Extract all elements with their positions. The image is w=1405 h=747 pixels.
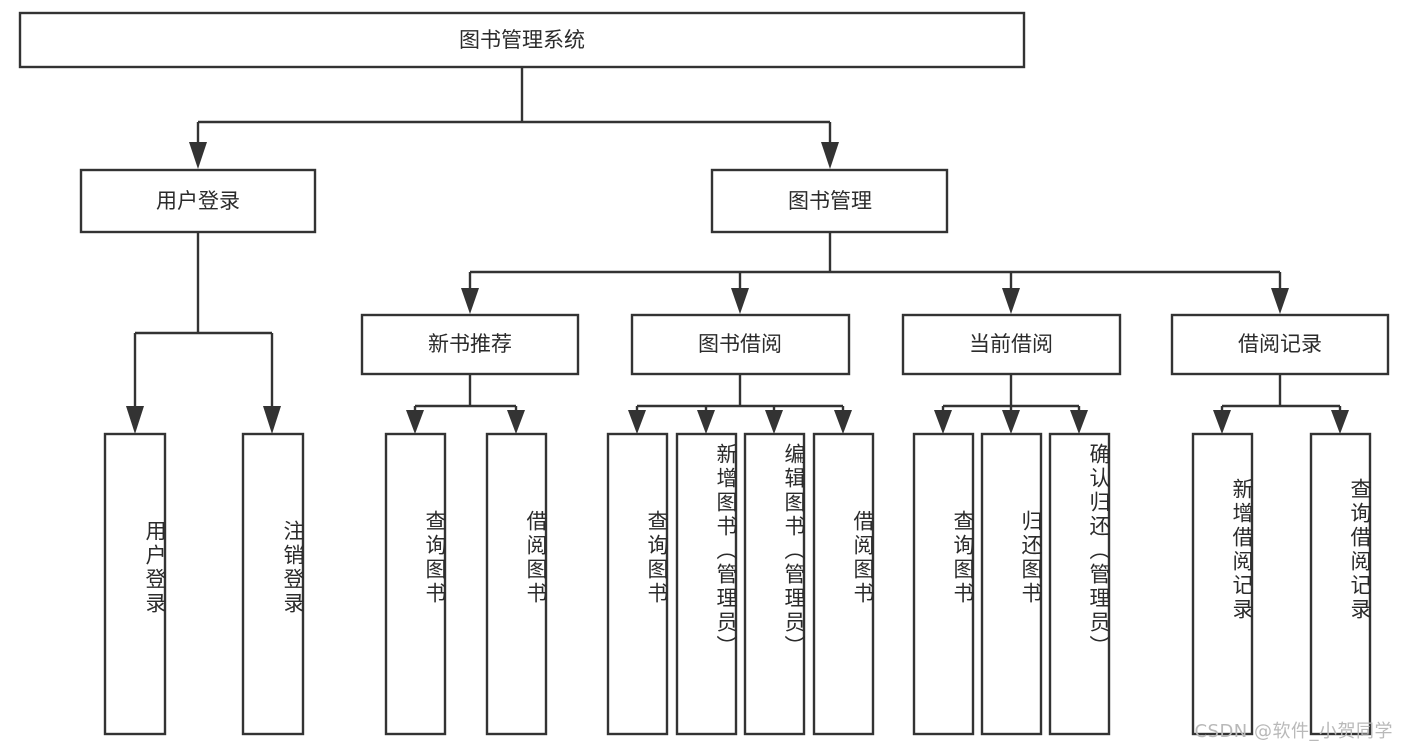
connector-root-to-level2 bbox=[189, 67, 839, 169]
leaf-add-book-box[interactable] bbox=[675, 432, 738, 736]
node-borrow-record[interactable]: 借阅记录 bbox=[1170, 313, 1390, 376]
leaf-add-borrow-record-box[interactable] bbox=[1191, 432, 1254, 736]
arrow-head-icon bbox=[126, 406, 144, 434]
arrow-head-icon bbox=[461, 288, 479, 314]
arrow-head-icon bbox=[697, 410, 715, 434]
node-borrow-record-box[interactable] bbox=[1170, 313, 1390, 376]
node-book-borrow-label: 图书借阅 bbox=[698, 332, 782, 356]
leaf-query-book-3-box[interactable] bbox=[912, 432, 975, 736]
connector-book-borrow-to-leaves bbox=[628, 374, 852, 434]
node-new-book-recommend-label: 新书推荐 bbox=[428, 332, 512, 356]
arrow-head-icon bbox=[821, 142, 839, 169]
connector-user-login-to-leaves bbox=[126, 232, 281, 434]
connector-book-management-to-level3 bbox=[461, 232, 1289, 314]
node-current-borrow-label: 当前借阅 bbox=[969, 332, 1053, 356]
arrow-head-icon bbox=[189, 142, 207, 169]
node-current-borrow[interactable]: 当前借阅 bbox=[901, 313, 1122, 376]
node-borrow-record-label: 借阅记录 bbox=[1238, 332, 1322, 356]
arrow-head-icon bbox=[1271, 288, 1289, 314]
node-new-book-recommend[interactable]: 新书推荐 bbox=[360, 313, 580, 376]
node-user-login-box[interactable] bbox=[79, 168, 317, 234]
leaf-query-borrow-record-box[interactable] bbox=[1309, 432, 1372, 736]
arrow-head-icon bbox=[1070, 410, 1088, 434]
leaf-confirm-return-box[interactable] bbox=[1048, 432, 1111, 736]
leaf-user-logout-box[interactable] bbox=[241, 432, 305, 736]
arrow-head-icon bbox=[628, 410, 646, 434]
leaf-edit-book-box[interactable] bbox=[743, 432, 806, 736]
connector-current-borrow-to-leaves bbox=[934, 374, 1088, 434]
node-book-management-label: 图书管理 bbox=[788, 189, 872, 213]
arrow-head-icon bbox=[765, 410, 783, 434]
arrow-head-icon bbox=[406, 410, 424, 434]
arrow-head-icon bbox=[934, 410, 952, 434]
node-book-management[interactable]: 图书管理 bbox=[710, 168, 949, 234]
arrow-head-icon bbox=[1002, 288, 1020, 314]
arrow-head-icon bbox=[1331, 410, 1349, 434]
arrow-head-icon bbox=[1002, 410, 1020, 434]
leaf-borrow-book-1-box[interactable] bbox=[485, 432, 548, 736]
node-current-borrow-box[interactable] bbox=[901, 313, 1122, 376]
leaf-borrow-book-2-box[interactable] bbox=[812, 432, 875, 736]
leaf-query-book-2-box[interactable] bbox=[606, 432, 669, 736]
arrow-head-icon bbox=[731, 288, 749, 314]
node-root[interactable]: 图书管理系统 bbox=[18, 11, 1026, 69]
arrow-head-icon bbox=[834, 410, 852, 434]
leaf-query-book-1-box[interactable] bbox=[384, 432, 447, 736]
node-root-label: 图书管理系统 bbox=[459, 28, 585, 52]
leaf-return-book-box[interactable] bbox=[980, 432, 1043, 736]
node-book-borrow-box[interactable] bbox=[630, 313, 851, 376]
node-new-book-recommend-box[interactable] bbox=[360, 313, 580, 376]
arrow-head-icon bbox=[507, 410, 525, 434]
node-book-borrow[interactable]: 图书借阅 bbox=[630, 313, 851, 376]
node-user-login-label: 用户登录 bbox=[156, 189, 240, 213]
arrow-head-icon bbox=[1213, 410, 1231, 434]
leaf-user-login-box[interactable] bbox=[103, 432, 167, 736]
node-root-box[interactable] bbox=[18, 11, 1026, 69]
arrow-head-icon bbox=[263, 406, 281, 434]
connector-new-book-to-leaves bbox=[406, 374, 525, 434]
watermark-text: CSDN @软件_小贺同学 bbox=[1194, 721, 1393, 742]
node-user-login[interactable]: 用户登录 bbox=[79, 168, 317, 234]
node-book-management-box[interactable] bbox=[710, 168, 949, 234]
connector-borrow-record-to-leaves bbox=[1213, 374, 1349, 434]
